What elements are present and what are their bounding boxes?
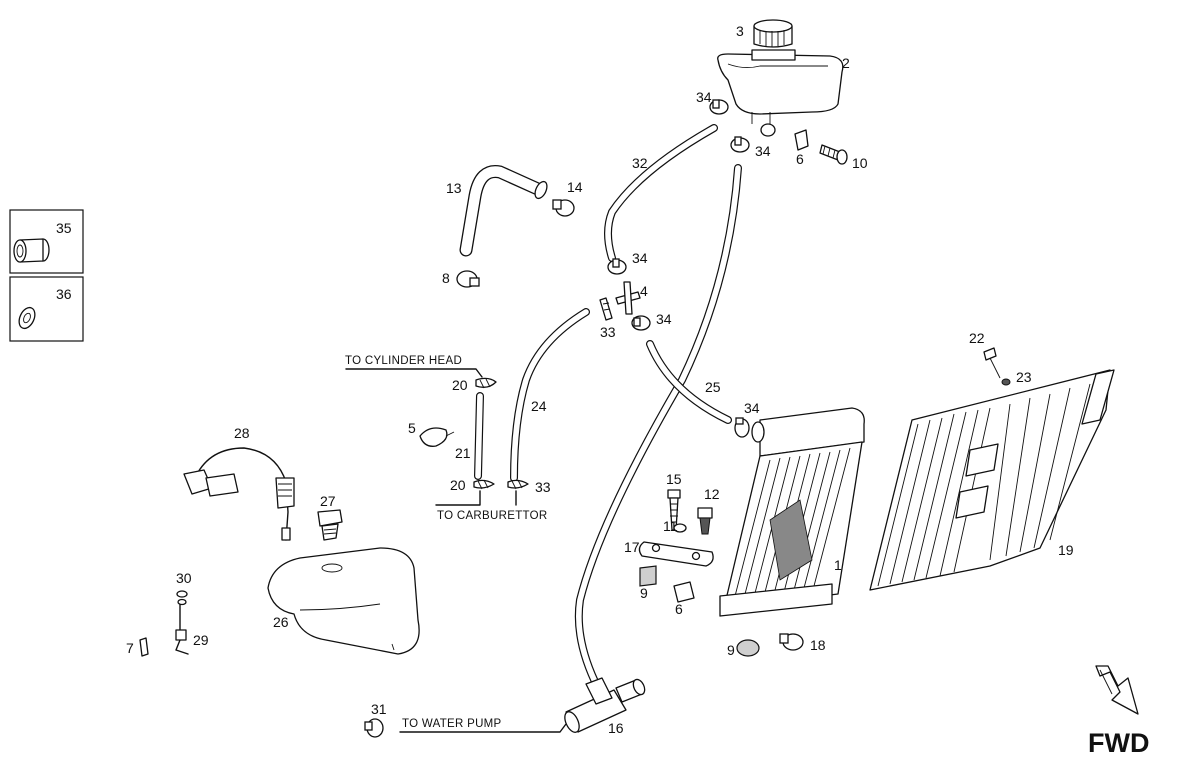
clamp-31 [364,718,384,738]
part-number-20-bottom: 20 [450,477,466,493]
part-number-15: 15 [666,471,682,487]
part-number-17: 17 [624,539,640,555]
part-number-36: 36 [56,286,72,302]
spacer-6-top [794,129,809,151]
part-number-5: 5 [408,420,416,436]
part-number-33-top: 33 [600,324,616,340]
part-number-12: 12 [704,486,720,502]
sensor-29 [175,601,189,655]
legend-box-sleeve: 35 [9,209,84,274]
part-number-33-bottom: 33 [535,479,551,495]
part-number-29: 29 [193,632,209,648]
part-number-34-e: 34 [744,400,760,416]
part-number-16: 16 [608,720,624,736]
part-number-10: 10 [852,155,868,171]
expansion-tank-2 [717,49,844,137]
part-numbers: 1 2 3 4 5 6 6 7 8 9 9 10 11 12 13 14 15 … [126,23,1074,736]
clamp-18 [779,633,804,651]
part-number-6-top: 6 [796,151,804,167]
part-number-34-c: 34 [632,250,648,266]
hose-21 [474,392,484,480]
part-number-32: 32 [632,155,648,171]
part-number-22: 22 [969,330,985,346]
part-number-20-top: 20 [452,377,468,393]
clip-5 [419,427,455,447]
part-number-21: 21 [455,445,471,461]
part-number-3: 3 [736,23,744,39]
filler-cap-3 [753,19,793,48]
screw-12 [697,507,713,535]
part-number-19: 19 [1058,542,1074,558]
washer-23 [1001,378,1011,386]
rubber-9-bottom [736,639,760,657]
radiator-guard-19 [869,369,1115,591]
cap-27 [317,509,343,541]
hose-32 [604,124,718,262]
part-number-14: 14 [567,179,583,195]
clamp-14 [552,199,575,217]
clamp-34-b [730,136,750,153]
screw-22 [983,347,1001,379]
part-number-9-middle: 9 [640,585,648,601]
screw-15 [667,489,681,531]
part-number-26: 26 [273,614,289,630]
part-number-34-d: 34 [656,311,672,327]
part-number-8: 8 [442,270,450,286]
t-fitting-16 [564,677,646,733]
fwd-arrow-icon [1095,665,1139,715]
clamp-34-d [631,315,651,331]
caption-to-water-pump: TO WATER PUMP [402,718,502,730]
washer-11 [673,523,687,533]
reservoir-26 [267,547,420,655]
screw-10 [819,144,848,165]
hose-13 [459,165,548,257]
part-number-25: 25 [705,379,721,395]
part-number-6-middle: 6 [675,601,683,617]
rubber-9-middle [639,565,657,587]
t-connector-4 [615,281,641,315]
part-number-27: 27 [320,493,336,509]
hose-25 [646,340,732,424]
fwd-label: FWD [1088,728,1149,758]
part-number-2: 2 [842,55,850,71]
caption-to-carburettor: TO CARBURETTOR [437,510,547,522]
harness-28 [183,447,295,541]
part-number-1: 1 [834,557,842,573]
oring-30 [176,590,188,606]
part-number-13: 13 [446,180,462,196]
part-number-7: 7 [126,640,134,656]
part-number-34-a: 34 [696,89,712,105]
part-number-9-bottom: 9 [727,642,735,658]
part-number-31: 31 [371,701,387,717]
clamp-34-a [709,99,729,115]
bracket-17 [638,541,714,567]
part-number-28: 28 [234,425,250,441]
clamp-34-e [734,417,750,438]
clamp-34-c [607,258,627,275]
spacer-6-middle [673,581,695,603]
part-number-30: 30 [176,570,192,586]
part-number-24: 24 [531,398,547,414]
caption-to-cylinder-head: TO CYLINDER HEAD [345,355,462,367]
part-number-4: 4 [640,283,648,299]
hose-long-to-pump [574,164,742,692]
clip-33-top [599,297,613,321]
part-number-35: 35 [56,220,72,236]
clip-33-bottom [507,479,529,490]
clip-20-bottom [473,479,495,490]
clamp-8 [456,270,480,288]
part-number-11: 11 [663,518,678,534]
part-number-18: 18 [810,637,826,653]
part-number-34-b: 34 [755,143,771,159]
radiator-1 [719,407,865,617]
clip-20-top [475,377,497,389]
bolt-7 [139,637,149,657]
part-number-23: 23 [1016,369,1032,385]
hose-24 [510,308,590,482]
legend-box-washer: 36 [9,276,84,342]
